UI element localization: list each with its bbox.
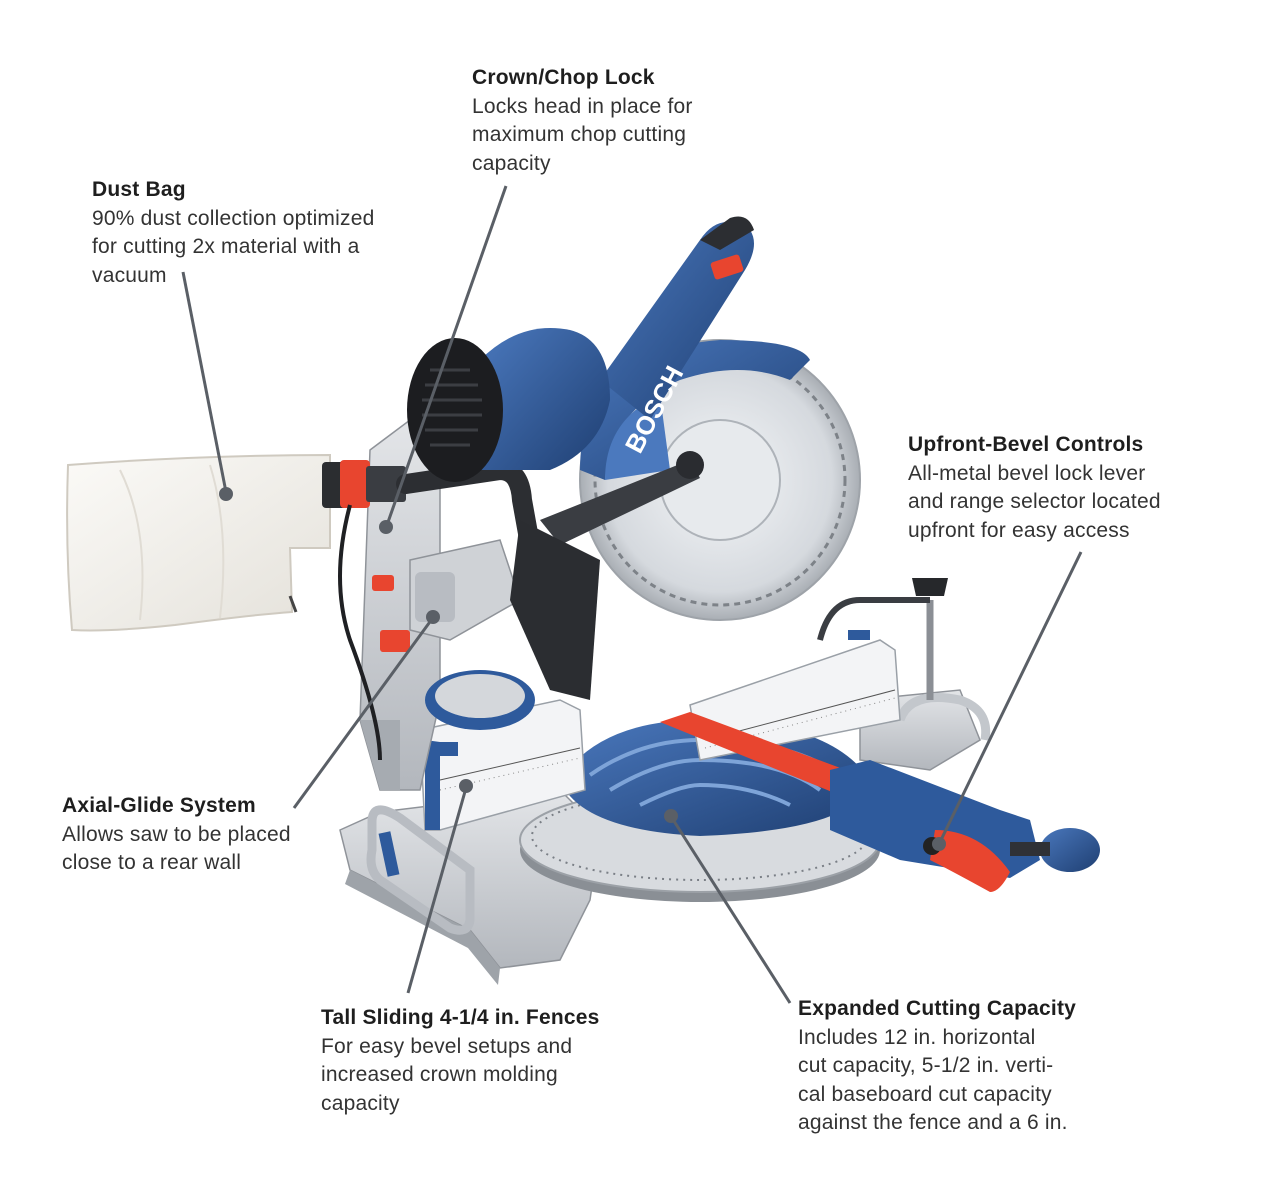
callout-line: capacity [321, 1091, 400, 1115]
fence-leader [406, 787, 468, 994]
callout-title: Upfront-Bevel Controls [908, 433, 1144, 456]
capacity-leader-dot [664, 809, 678, 823]
dust-bag-leader [181, 271, 228, 493]
callout-line: for cutting 2x material with a [92, 235, 360, 258]
callout-line: maximum chop cutting [472, 123, 687, 146]
dust-bag-leader-dot [219, 487, 233, 501]
axial-glide-leader [292, 618, 434, 809]
callout-title: Dust Bag [92, 178, 186, 201]
callout-crown-chop-lock: Crown/Chop Lock Locks head in place for … [472, 64, 693, 178]
saw-head: BOSCH [372, 216, 861, 700]
callout-line: All-metal bevel lock lever [908, 461, 1146, 485]
fence-leader-dot [459, 779, 473, 793]
callout-line: vacuum [92, 263, 167, 287]
callout-description: 90% dust collection optimized for cuttin… [92, 205, 374, 291]
callout-line: increased crown molding [321, 1063, 558, 1086]
leader-lines [181, 185, 1083, 1004]
callout-line: Allows saw to be placed [62, 822, 291, 846]
miter-turntable [519, 720, 881, 902]
miter-arm [660, 578, 1100, 892]
callout-expanded-cutting-capacity: Expanded Cutting Capacity Includes 12 in… [798, 995, 1076, 1138]
crown-lock-leader-dot [379, 520, 393, 534]
callout-description: Allows saw to be placed close to a rear … [62, 821, 291, 878]
callout-line: cut capacity, 5-1/2 in. verti- [798, 1054, 1054, 1077]
callout-line: cal baseboard cut capacity [798, 1082, 1052, 1106]
capacity-leader [670, 817, 792, 1004]
callout-tall-sliding-fences: Tall Sliding 4-1/4 in. Fences For easy b… [321, 1004, 599, 1118]
callout-line: Includes 12 in. horizontal [798, 1025, 1036, 1049]
callout-title: Crown/Chop Lock [472, 66, 655, 89]
callout-title: Tall Sliding 4-1/4 in. Fences [321, 1006, 600, 1029]
callout-title: Expanded Cutting Capacity [798, 997, 1077, 1020]
crown-lock-leader [385, 185, 508, 526]
dust-bag [66, 453, 550, 761]
callout-line: Locks head in place for [472, 94, 693, 118]
callout-line: 90% dust collection optimized [92, 206, 375, 230]
callout-line: and range selector located [908, 490, 1161, 513]
axial-glide-leader-dot [426, 610, 440, 624]
callout-title: Axial-Glide System [62, 794, 256, 817]
callout-description: Locks head in place for maximum chop cut… [472, 93, 693, 179]
callout-description: Includes 12 in. horizontal cut capacity,… [798, 1024, 1076, 1138]
callout-line: capacity [472, 151, 551, 175]
callout-line: For easy bevel setups and [321, 1034, 573, 1058]
callout-line: against the fence and a 6 in. [798, 1111, 1068, 1134]
callout-line: upfront for easy access [908, 518, 1130, 542]
callout-description: For easy bevel setups and increased crow… [321, 1033, 599, 1119]
callout-dust-bag: Dust Bag 90% dust collection optimized f… [92, 176, 374, 290]
callout-axial-glide-system: Axial-Glide System Allows saw to be plac… [62, 792, 291, 878]
bevel-controls-leader [938, 551, 1083, 843]
sliding-fences [419, 630, 901, 831]
callout-description: All-metal bevel lock lever and range sel… [908, 460, 1161, 546]
callout-upfront-bevel-controls: Upfront-Bevel Controls All-metal bevel l… [908, 431, 1161, 545]
bevel-controls-leader-dot [932, 837, 946, 851]
callout-line: close to a rear wall [62, 851, 242, 874]
